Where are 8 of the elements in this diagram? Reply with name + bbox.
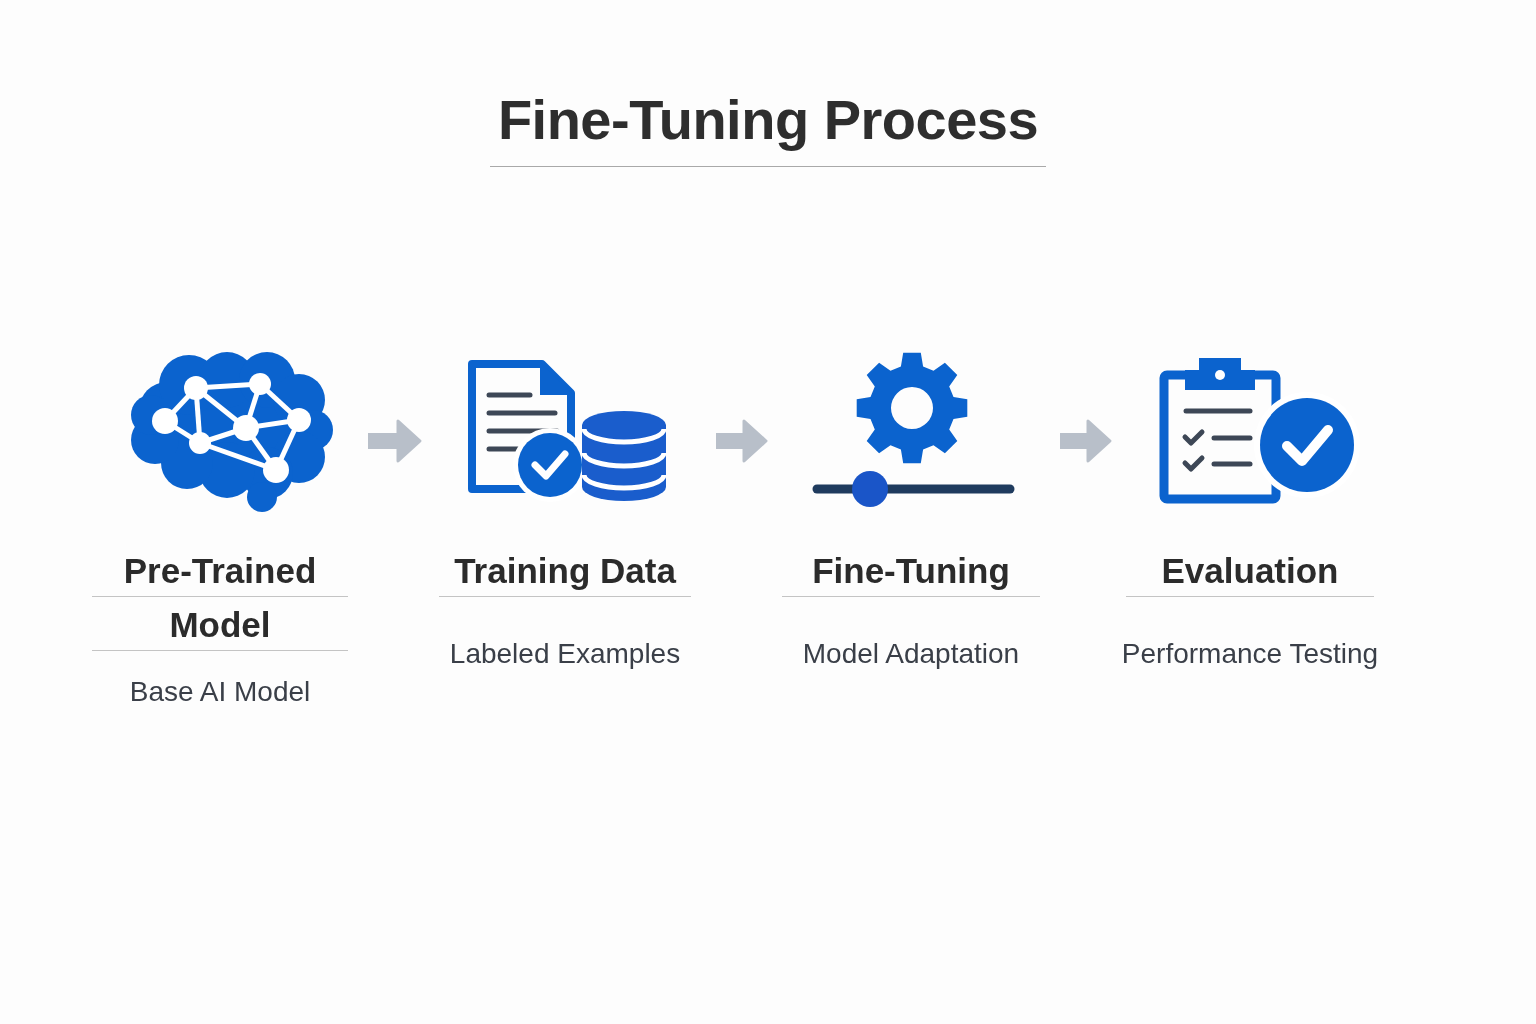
step-description: Labeled Examples bbox=[449, 637, 681, 671]
title: Fine-Tuning Process bbox=[489, 86, 1047, 167]
block-arrow bbox=[368, 419, 422, 463]
step-description: Model Adaptation bbox=[802, 637, 1020, 671]
step-description: Base AI Model bbox=[129, 675, 311, 709]
block-arrow bbox=[1060, 419, 1112, 463]
block-arrow bbox=[716, 419, 768, 463]
step-description: Performance Testing bbox=[1121, 637, 1379, 671]
